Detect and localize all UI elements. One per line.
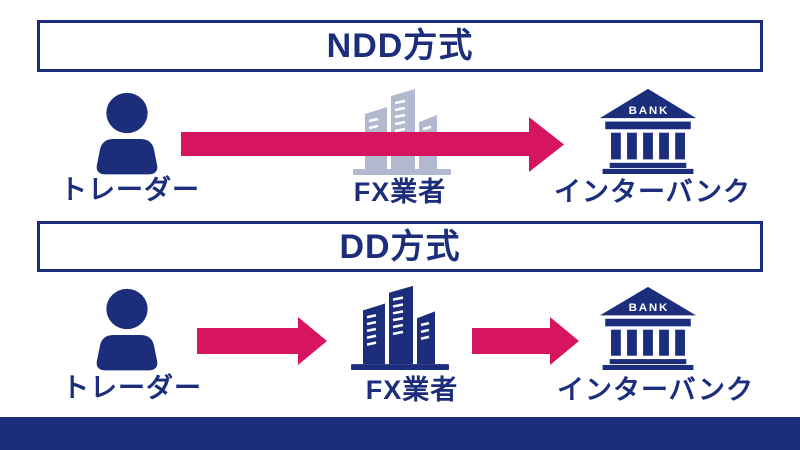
ndd-interbank-label: インターバンク [553, 177, 752, 207]
fx-broker-buildings-svg [351, 285, 449, 371]
dd-title-box: DD方式 [37, 221, 763, 272]
trader-person-icon [84, 92, 170, 176]
bank-sign-text: BANK [629, 302, 670, 314]
ndd-flow-arrow-long-svg [181, 117, 564, 172]
ndd-fx-broker-label: FX業者 [353, 177, 447, 207]
dd-flow-arrow-2-svg [472, 317, 579, 365]
trader-person-icon-svg [96, 92, 158, 175]
trader-person-icon [84, 288, 170, 372]
interbank-bank-icon: BANK [599, 88, 697, 174]
ndd-trader-label: トレーダー [60, 175, 200, 205]
interbank-bank-icon-svg: BANK [599, 286, 697, 370]
footer-bar [0, 417, 800, 450]
ndd-title: NDD方式 [326, 27, 474, 65]
dd-title: DD方式 [339, 227, 461, 266]
dd-fx-broker-label: FX業者 [365, 375, 459, 405]
trader-person-icon-svg [96, 288, 158, 371]
dd-interbank-label: インターバンク [556, 375, 755, 405]
ndd-flow-arrow-long [181, 116, 565, 173]
dd-flow-arrow-broker-to-interbank [472, 317, 579, 365]
interbank-bank-icon-svg: BANK [599, 88, 697, 174]
fx-broker-buildings-icon [350, 283, 450, 371]
interbank-bank-icon: BANK [599, 286, 697, 370]
dd-flow-arrow-trader-to-broker [197, 317, 327, 365]
dd-trader-label: トレーダー [62, 373, 202, 403]
ndd-title-box: NDD方式 [37, 20, 763, 72]
dd-flow-arrow-1-svg [197, 317, 327, 365]
bank-sign-text: BANK [629, 105, 670, 117]
